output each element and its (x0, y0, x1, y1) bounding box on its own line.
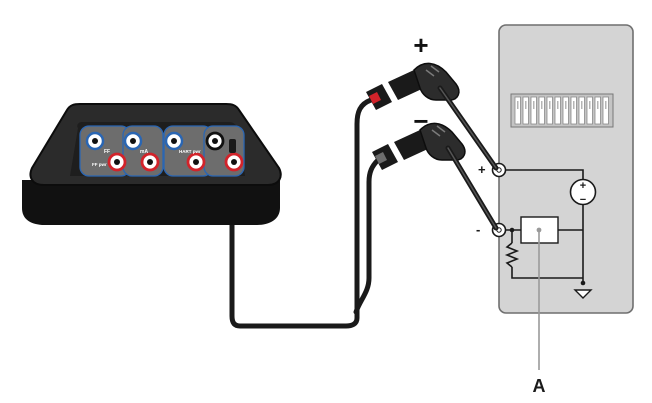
terminal-strip-screw (565, 101, 567, 109)
probe-positive: + (366, 30, 499, 171)
terminal-strip-screw (557, 101, 559, 109)
jack-ma-bottom (140, 152, 160, 172)
jack-label-ff: FF (104, 149, 110, 155)
terminal-strip-screw (549, 101, 551, 109)
jack-hart-pwr (186, 152, 206, 172)
terminal-strip-screw (605, 101, 607, 109)
ground-icon (573, 289, 593, 299)
jack-ma-top (123, 131, 143, 151)
jack-hart-top (164, 131, 184, 151)
plus-terminal-label: + (478, 162, 486, 177)
terminal-strip-slot (594, 96, 601, 125)
terminal-strip-slot (514, 96, 521, 125)
terminal-strip-screw (589, 101, 591, 109)
jack-common-bottom (224, 152, 244, 172)
lead-plug (229, 139, 236, 153)
source-minus-label: − (580, 194, 586, 206)
probe-plus-sign: + (413, 30, 428, 60)
terminal-strip-screw (597, 101, 599, 109)
terminal-strip-screw (573, 101, 575, 109)
ground-junction-dot (580, 280, 586, 286)
source-plus-label: + (580, 180, 586, 192)
jack-label-ma: mA (140, 149, 148, 155)
terminal-strip-screw (517, 101, 519, 109)
callout-dot (536, 227, 542, 233)
junction-dot (509, 227, 515, 233)
terminal-strip-slot (554, 96, 561, 125)
jack-ff-pwr (107, 152, 127, 172)
terminal-strip-slot (602, 96, 609, 125)
jack-label-ff-pwr: FF pwr (92, 162, 107, 167)
jack-label-hart-pwr: HART pwr (179, 149, 201, 154)
terminal-strip-slot (578, 96, 585, 125)
probe-negative: − (372, 106, 499, 231)
minus-terminal-label: - (476, 222, 480, 237)
probe-minus-sign: − (413, 106, 428, 136)
device-circuit (499, 169, 584, 283)
terminal-strip-slot (522, 96, 529, 125)
terminal-strip-slot (546, 96, 553, 125)
terminal-strip-slot (562, 96, 569, 125)
terminal-strip-slot (538, 96, 545, 125)
terminal-strip-screw (533, 101, 535, 109)
test-lead-wires (229, 97, 381, 329)
terminal-strip-screw (525, 101, 527, 109)
terminal-strip-slot (570, 96, 577, 125)
terminal-strip (510, 93, 614, 128)
voltage-source: + − (569, 178, 597, 206)
terminal-strip-slot (586, 96, 593, 125)
jack-ff-top (85, 131, 105, 151)
callout-label: A (533, 376, 546, 396)
device-panel (498, 24, 634, 314)
field-meter: FF FF pwr mA HART pwr (22, 103, 282, 225)
terminal-strip-slot (530, 96, 537, 125)
jack-common-top (205, 131, 225, 151)
terminal-strip-screw (541, 101, 543, 109)
terminal-strip-screw (581, 101, 583, 109)
